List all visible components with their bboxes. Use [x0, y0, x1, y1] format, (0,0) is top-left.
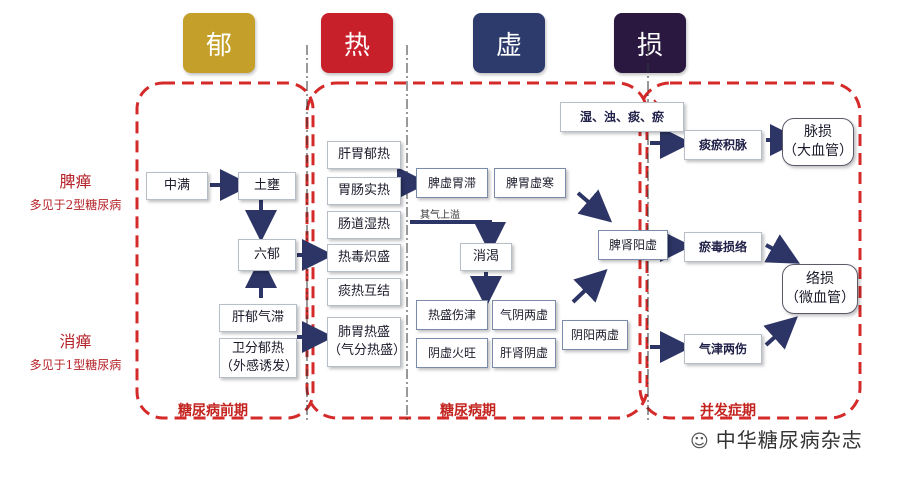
node-ganshenyinxu: 肝肾阴虚: [492, 338, 556, 368]
piju-subtitle: 多见于2型糖尿病: [29, 198, 122, 212]
node-tanyujimai: 痰瘀积脉: [684, 130, 762, 160]
node-yudusunluo: 瘀毒损络: [684, 232, 762, 262]
node-pixuweizhi: 脾虚胃滞: [416, 168, 488, 198]
stage-badge-yu: 郁: [183, 13, 255, 73]
node-zhongman: 中满: [146, 172, 208, 200]
node-piweixuhan: 脾胃虚寒: [494, 168, 566, 198]
node-yinxuhuowang: 阴虚火旺: [416, 338, 488, 368]
node-qiyinliangxu: 气阴两虚: [492, 300, 556, 330]
node-luosun: 络损 （微血管）: [782, 264, 858, 314]
watermark-chat-icon: ☺: [690, 431, 710, 452]
node-shizhuotanyu: 湿、浊、痰、瘀: [560, 102, 684, 132]
phase-label-pre: 糖尿病前期: [178, 403, 248, 419]
stage-badge-re: 热: [321, 13, 393, 73]
node-yinyangliangxu: 阴阳两虚: [562, 320, 628, 350]
node-ganyuqizhi: 肝郁气滞: [219, 304, 297, 332]
node-changdaoshire: 肠道湿热: [327, 211, 401, 239]
stage-badge-sun: 损: [614, 13, 686, 73]
node-tuyong: 土壅: [238, 172, 296, 200]
edge-label-qishang: 其气上溢: [420, 210, 460, 221]
stage-badge-xu: 虚: [473, 13, 545, 73]
node-weifenyure: 卫分郁热 （外感诱发）: [219, 338, 298, 378]
node-pishenyangxu: 脾肾阳虚: [598, 230, 668, 260]
xiaoju-subtitle: 多见于1型糖尿病: [29, 358, 122, 372]
node-tanrehujie: 痰热互结: [327, 278, 401, 306]
node-reshengshangjin: 热盛伤津: [416, 300, 488, 330]
phase-region-complication: [638, 81, 862, 420]
phase-label-complication: 并发症期: [700, 403, 756, 419]
piju-title: 脾瘅: [59, 172, 92, 191]
node-weichangshire: 胃肠实热: [327, 177, 401, 205]
node-liuyu: 六郁: [238, 239, 296, 271]
node-qijinliangshang: 气津两伤: [684, 334, 762, 364]
watermark: ☺中华糖尿病杂志: [690, 424, 863, 453]
node-xiaoke: 消渴: [460, 243, 512, 271]
node-ganweiyure: 肝胃郁热: [327, 141, 401, 169]
node-feiweiresheng: 肺胃热盛 （气分热盛）: [327, 317, 406, 367]
phase-label-disease: 糖尿病期: [440, 403, 496, 419]
node-redouchisheng: 热毒炽盛: [327, 244, 401, 272]
left-label-piju: 脾瘅 多见于2型糖尿病: [8, 168, 143, 213]
node-maisun: 脉损 （大血管）: [782, 118, 854, 166]
left-label-xiaoju: 消瘅 多见于1型糖尿病: [8, 328, 143, 373]
watermark-text: 中华糖尿病杂志: [715, 428, 863, 452]
xiaoju-title: 消瘅: [59, 332, 92, 351]
